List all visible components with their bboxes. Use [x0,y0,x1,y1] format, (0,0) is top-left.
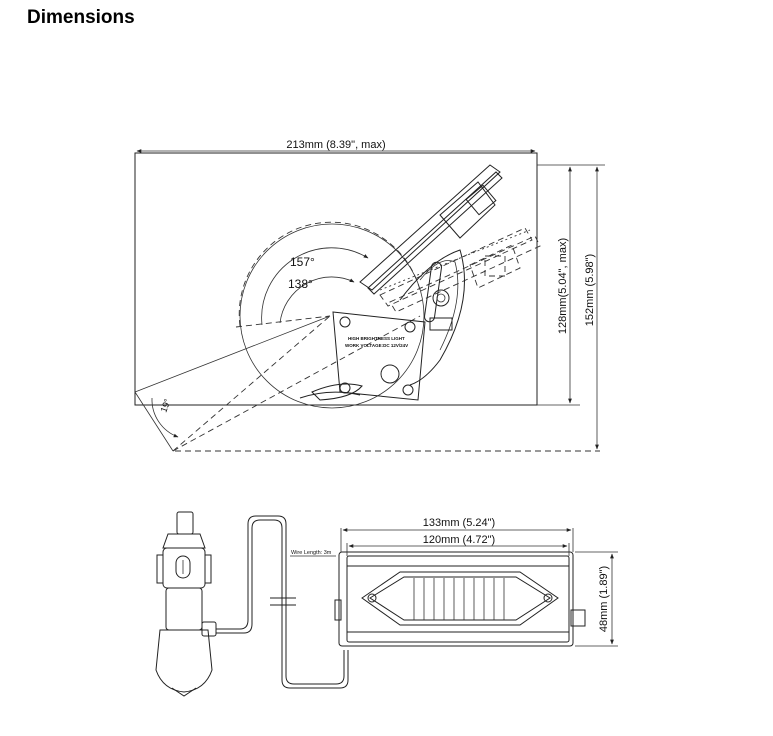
cable-entry [334,599,342,621]
lamp-dashed-positions [379,227,541,313]
angle-arc-157 [261,247,369,326]
lens-inner [369,576,551,621]
mounting-plate: HIGH BRIGHTNESS LIGHT WORK VOLTAGE:DC 12… [299,311,426,401]
cable-outer [216,515,345,685]
tilt-line-solid [134,315,331,393]
tilt-base-line [134,391,174,452]
plate-text-2: WORK VOLTAGE:DC 12V/24V [345,343,408,348]
inner-length-label: 120mm (4.72") [423,534,495,546]
lens-ribs [413,578,505,620]
width-label: 213mm (8.39", max) [286,139,385,151]
angle-arc-19 [151,397,179,438]
wire-length-label: Wire Length: 3m [291,550,332,556]
horizontal-reference [235,315,331,328]
outer-swing-circle [239,223,425,409]
height-total-label: 152mm (5.98") [584,254,596,326]
screw-bottom-right [402,384,414,396]
height-label: 48mm (1.89") [598,566,610,632]
knob-inner [436,293,446,303]
height-max-label: 128mm(5.04", max) [557,238,569,334]
light-body [334,551,586,647]
lamp-raised-solid [359,164,503,295]
swing-arc-dashed [238,221,421,327]
tilt-line-dashed [172,315,331,452]
lens-screw-right [543,593,553,603]
screw-top-left [339,316,351,328]
knob-outer [432,289,450,307]
knob-base [429,317,453,331]
page-title: Dimensions [27,7,135,28]
max-envelope-box [134,152,538,406]
cigarette-plug [155,511,217,697]
top-view-drawing: 213mm (8.39", max) 128mm(5.04", max) 152… [134,139,605,452]
angle-19-label: 19° [158,397,172,414]
angle-157-label: 157° [290,255,315,269]
lens-screw-left [367,593,377,603]
screw-bottom-left [339,382,351,394]
side-switch [570,609,586,627]
bottom-view-drawing: Wire Length: 3m [155,511,618,697]
plate-hole [380,364,400,384]
plate-text-1: HIGH BRIGHTNESS LIGHT [348,336,405,341]
cable-strain-relief [201,621,217,637]
screw-top-right [404,321,416,333]
tilt-line-dashed-2 [172,315,421,452]
slot [424,261,442,323]
angle-138-label: 138° [288,277,313,291]
lens-outer [361,571,559,626]
angle-arc-138 [279,276,355,324]
cable-inner [216,519,349,689]
overall-length-label: 133mm (5.24") [423,517,495,529]
bracket-arm-inner [419,260,459,351]
